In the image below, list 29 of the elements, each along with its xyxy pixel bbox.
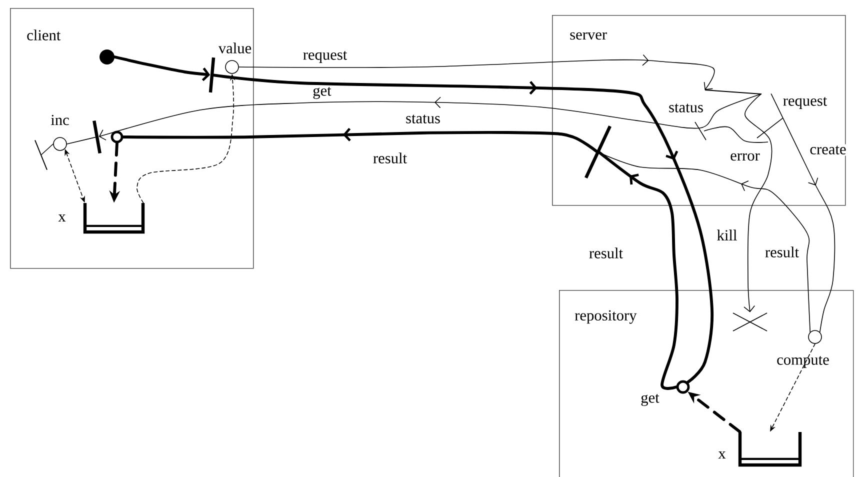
bar-mark (584, 125, 612, 178)
start-dot (100, 50, 114, 64)
arrow (113, 56, 210, 82)
edge-label: result (764, 245, 800, 259)
node-label: inc (50, 114, 69, 126)
text-label: request (783, 97, 828, 109)
edge-label: result (372, 151, 408, 165)
text-label: status (406, 114, 440, 124)
edge-label: request (302, 50, 348, 64)
edge-label: kill (715, 228, 739, 242)
text-label: error (730, 153, 760, 161)
arrow (744, 94, 772, 312)
bucket: x (718, 432, 802, 467)
edge-label: create (808, 144, 848, 156)
ring-port (110, 130, 124, 144)
node-label: get (641, 394, 660, 406)
node-label: compute (777, 356, 829, 368)
bar-mark (705, 90, 761, 94)
bar-mark (34, 140, 48, 170)
bar-mark (92, 120, 102, 154)
edge-label: result (588, 246, 624, 260)
edge-label: get (311, 86, 333, 100)
bar-mark (208, 57, 216, 93)
cross-mark (732, 312, 768, 332)
arrow (238, 54, 715, 90)
bucket: x (58, 203, 145, 234)
arrow (98, 94, 762, 140)
text-label: status (669, 104, 703, 112)
node-label: value (218, 42, 252, 54)
